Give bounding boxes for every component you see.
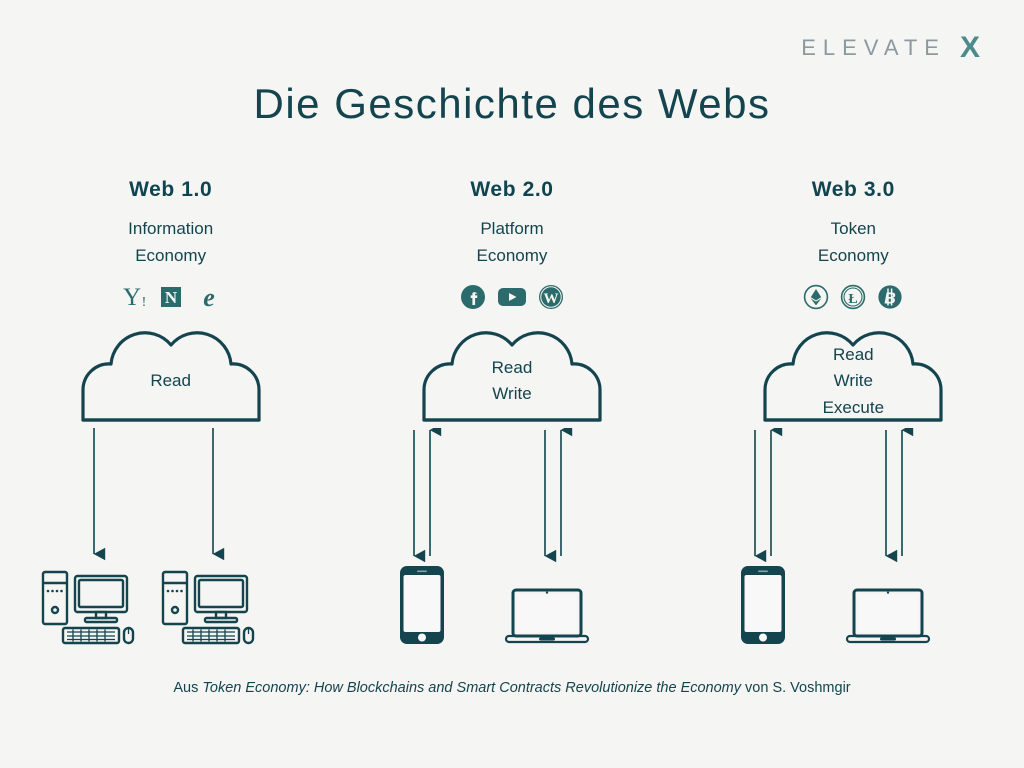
brand-logo: ELEVATE X (801, 33, 980, 63)
subtitle-line-2: Economy (817, 246, 889, 266)
subtitle-line-2: Economy (476, 246, 548, 266)
column-web2: Web 2.0 Platform Economy (341, 178, 682, 648)
cloud-line: Write (833, 371, 873, 391)
svg-text:!: ! (141, 295, 146, 310)
flow-web2 (372, 428, 652, 648)
column-subtitle-web1: Information Economy (128, 215, 213, 269)
cloud-line: Read (150, 371, 191, 391)
laptop (504, 588, 590, 644)
youtube-icon (497, 288, 526, 307)
column-subtitle-web3: Token Economy (818, 215, 889, 269)
facebook-icon (460, 285, 485, 310)
flow-web3 (713, 428, 993, 648)
desktop-computer (41, 571, 134, 645)
bitcoin-icon: B (878, 285, 902, 309)
cloud-line: Read (832, 344, 874, 364)
cloud-line: Read (491, 358, 533, 378)
subtitle-line-1: Token (830, 219, 876, 238)
brand-row-web3: Ł B (803, 282, 903, 312)
yahoo-icon: Y ! (123, 284, 146, 311)
subtitle-line-1: Information (128, 219, 214, 238)
column-web1: Web 1.0 Information Economy Y ! N (0, 178, 341, 648)
cloud-text-web3: Read Write Execute (753, 328, 953, 428)
svg-text:W: W (543, 291, 558, 307)
caption-suffix: von S. Voshmgir (741, 680, 851, 696)
logo-x-icon: X (959, 31, 980, 64)
source-caption: Aus Token Economy: How Blockchains and S… (0, 680, 1024, 696)
svg-text:e: e (203, 283, 215, 311)
page-title: Die Geschichte des Webs (253, 80, 771, 127)
internet-explorer-icon: e (203, 283, 215, 311)
cloud-text-web1: Read (71, 328, 271, 428)
cloud-web1: Read (71, 328, 271, 428)
brand-row-web2: W (460, 282, 564, 312)
litecoin-icon: Ł (841, 285, 866, 310)
brand-row-web1: Y ! N e (119, 282, 223, 312)
cloud-web2: Read Write (412, 328, 612, 428)
subtitle-line-2: Economy (135, 246, 207, 266)
cloud-line: Write (492, 384, 532, 404)
flow-web1 (31, 428, 311, 648)
logo-wordmark: ELEVATE (801, 35, 946, 60)
column-web3: Web 3.0 Token Economy Ł (683, 178, 1024, 648)
smartphone (741, 566, 786, 645)
svg-text:B: B (885, 291, 897, 308)
netscape-icon: N (160, 287, 181, 308)
cloud-line: Execute (822, 397, 885, 417)
svg-text:Ł: Ł (849, 292, 858, 307)
subtitle-line-1: Platform (480, 219, 544, 238)
caption-prefix: Aus (173, 680, 203, 696)
cloud-web3: Read Write Execute (753, 328, 953, 428)
ethereum-icon (804, 285, 829, 310)
column-subtitle-web2: Platform Economy (477, 215, 548, 269)
laptop (846, 588, 931, 644)
column-title-web1: Web 1.0 (129, 178, 213, 201)
column-title-web2: Web 2.0 (470, 178, 554, 201)
wordpress-icon: W (538, 285, 563, 310)
desktop-computer (161, 571, 254, 645)
cloud-text-web2: Read Write (412, 328, 612, 428)
smartphone (399, 566, 444, 645)
svg-text:N: N (165, 288, 178, 307)
column-title-web3: Web 3.0 (811, 178, 895, 201)
columns-container: Web 1.0 Information Economy Y ! N (0, 178, 1024, 648)
caption-work-title: Token Economy: How Blockchains and Smart… (202, 680, 742, 696)
svg-text:Y: Y (123, 284, 141, 311)
